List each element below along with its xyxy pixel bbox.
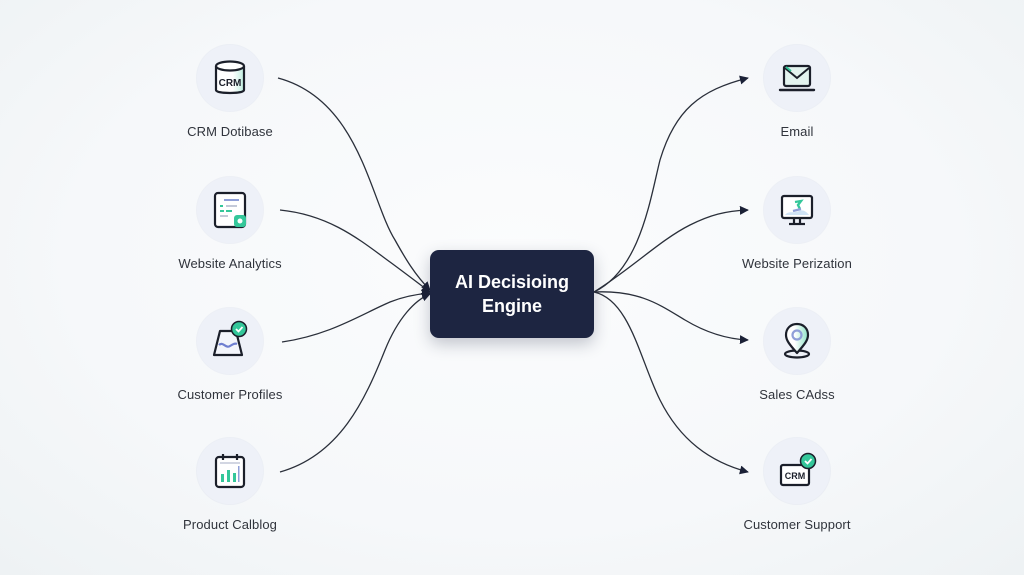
edge-crm-database-to-engine — [277, 77, 431, 291]
location-pin-icon — [783, 322, 811, 359]
node-label: CRM Dotibase — [187, 124, 273, 139]
monitor-icon — [780, 194, 814, 226]
output-node-email[interactable]: Email — [717, 45, 877, 139]
svg-text:CRM: CRM — [219, 78, 242, 89]
node-label: Customer Support — [743, 517, 851, 532]
node-circle: CRM — [764, 438, 830, 504]
node-circle: CRM — [197, 45, 263, 111]
output-node-customer-support[interactable]: CRM Customer Support — [717, 438, 877, 532]
edge-engine-to-customer-support — [593, 291, 749, 475]
edge-engine-to-website-personalization — [593, 205, 749, 293]
calendar-chart-icon — [214, 454, 246, 489]
input-node-website-analytics[interactable]: Website Analytics — [150, 177, 310, 271]
edge-engine-to-sales-cards — [593, 291, 749, 345]
svg-text:CRM: CRM — [785, 471, 806, 481]
edge-customer-profiles-to-engine — [281, 289, 431, 343]
node-label: Email — [780, 124, 814, 139]
node-circle — [764, 308, 830, 374]
email-laptop-icon — [778, 64, 816, 92]
engine-label: AI Decisioing Engine — [454, 272, 570, 316]
node-label: Product Calblog — [183, 517, 277, 532]
input-node-customer-profiles[interactable]: Customer Profiles — [150, 308, 310, 402]
input-node-product-catalog[interactable]: Product Calblog — [150, 438, 310, 532]
node-label: Sales CAdss — [759, 387, 835, 402]
node-circle — [197, 438, 263, 504]
edge-product-catalog-to-engine — [279, 292, 431, 473]
crm-check-icon: CRM — [779, 452, 817, 487]
output-node-website-personalization[interactable]: Website Perization — [717, 177, 877, 271]
ai-decisioning-engine[interactable]: AI Decisioing Engine — [430, 250, 594, 338]
edge-engine-to-email — [593, 75, 749, 293]
node-circle — [197, 177, 263, 243]
node-label: Customer Profiles — [177, 387, 283, 402]
input-node-crm-database[interactable]: CRM CRM Dotibase — [150, 45, 310, 139]
node-label: Website Analytics — [178, 256, 282, 271]
output-node-sales-cards[interactable]: Sales CAdss — [717, 308, 877, 402]
node-circle — [764, 177, 830, 243]
analytics-document-icon — [213, 191, 247, 229]
node-label: Website Perization — [742, 256, 852, 271]
edge-website-analytics-to-engine — [279, 209, 431, 293]
node-circle — [764, 45, 830, 111]
node-circle — [197, 308, 263, 374]
profile-check-icon — [212, 320, 248, 357]
database-icon: CRM — [214, 60, 246, 95]
